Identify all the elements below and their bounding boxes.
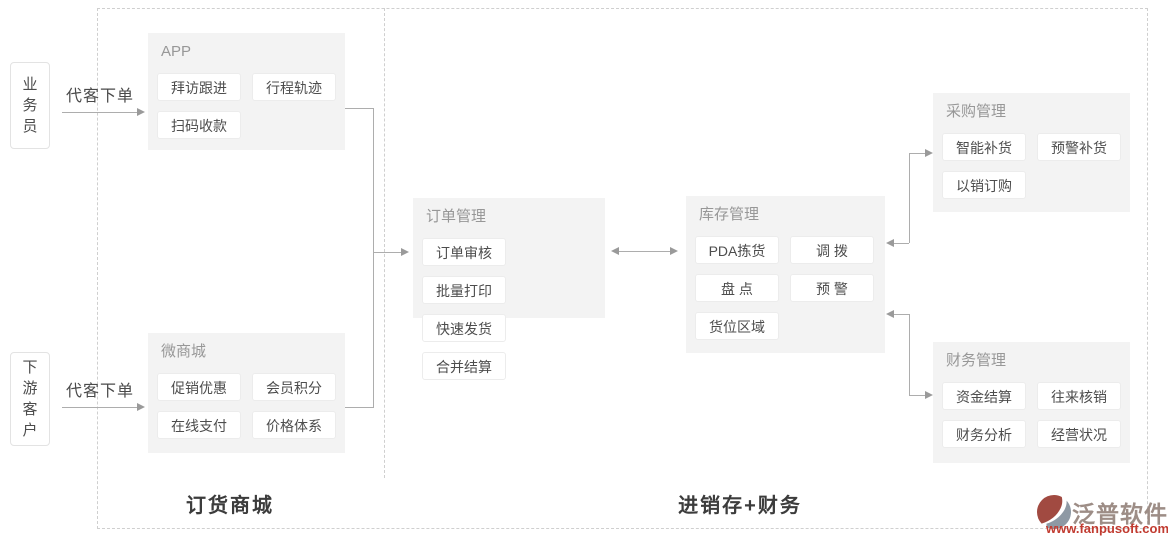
- feature-chip: 合并结算: [422, 352, 506, 380]
- feature-chip: 预警补货: [1037, 133, 1121, 161]
- arrowhead-right-icon: [925, 391, 933, 399]
- chip-group: 促销优惠 会员积分 在线支付 价格体系: [157, 373, 336, 439]
- feature-chip: PDA拣货: [695, 236, 779, 264]
- feature-chip: 往来核销: [1037, 382, 1121, 410]
- connector-line: [909, 314, 910, 396]
- module-card-app: APP 拜访跟进 行程轨迹 扫码收款: [148, 33, 345, 150]
- chip-group: 资金结算 往来核销 财务分析 经营状况: [942, 382, 1121, 448]
- chip-group: PDA拣货 调 拨 盘 点 预 警 货位区域: [695, 236, 876, 340]
- section-label-ordering-mall: 订货商城: [186, 495, 274, 517]
- feature-chip: 拜访跟进: [157, 73, 241, 101]
- dashed-container: [97, 8, 1148, 529]
- connector-line: [894, 243, 909, 244]
- connector-line: [373, 108, 374, 408]
- feature-chip: 价格体系: [252, 411, 336, 439]
- actor-downstream-customer-label: 下游客户: [22, 359, 38, 439]
- module-title: 财务管理: [946, 352, 1007, 369]
- feature-chip: 会员积分: [252, 373, 336, 401]
- watermark-brand-text: 泛普软件: [1072, 501, 1168, 527]
- feature-chip: 促销优惠: [157, 373, 241, 401]
- connector-line: [909, 153, 926, 154]
- arrowhead-right-icon: [137, 403, 145, 411]
- module-title: 订单管理: [426, 208, 487, 225]
- module-card-purchase-management: 采购管理 智能补货 预警补货 以销订购: [933, 93, 1130, 212]
- module-title: 库存管理: [699, 206, 760, 223]
- arrowhead-left-icon: [611, 247, 619, 255]
- feature-chip: 批量打印: [422, 276, 506, 304]
- feature-chip: 货位区域: [695, 312, 779, 340]
- connector-line: [373, 252, 402, 253]
- flow-label-order-on-behalf-bottom: 代客下单: [65, 383, 134, 400]
- feature-chip: 盘 点: [695, 274, 779, 302]
- fanpu-logo-icon: [1037, 495, 1071, 529]
- feature-chip: 在线支付: [157, 411, 241, 439]
- arrow-line: [62, 407, 138, 408]
- connector-line: [345, 407, 373, 408]
- connector-line: [894, 314, 909, 315]
- arrowhead-right-icon: [137, 108, 145, 116]
- actor-downstream-customer: 下游客户: [10, 352, 50, 446]
- module-title: 采购管理: [946, 103, 1007, 120]
- connector-line: [619, 251, 671, 252]
- feature-chip: 扫码收款: [157, 111, 241, 139]
- module-title: 微商城: [161, 343, 207, 360]
- feature-chip: 预 警: [790, 274, 874, 302]
- feature-chip: 经营状况: [1037, 420, 1121, 448]
- arrowhead-right-icon: [670, 247, 678, 255]
- feature-chip: 调 拨: [790, 236, 874, 264]
- actor-salesperson: 业务员: [10, 62, 50, 149]
- arrowhead-right-icon: [401, 248, 409, 256]
- chip-group: 智能补货 预警补货 以销订购: [942, 133, 1121, 199]
- arrowhead-left-icon: [886, 239, 894, 247]
- arrow-line: [62, 112, 138, 113]
- feature-chip: 智能补货: [942, 133, 1026, 161]
- feature-chip: 资金结算: [942, 382, 1026, 410]
- module-card-order-management: 订单管理 订单审核 批量打印 快速发货 合并结算: [413, 198, 605, 380]
- section-divider-line: [384, 8, 385, 478]
- connector-line: [345, 108, 373, 109]
- module-card-micro-mall: 微商城 促销优惠 会员积分 在线支付 价格体系: [148, 333, 345, 453]
- feature-chip: 以销订购: [942, 171, 1026, 199]
- chip-group: 订单审核 批量打印 快速发货 合并结算: [422, 238, 596, 380]
- actor-salesperson-label: 业务员: [22, 76, 38, 135]
- flow-label-order-on-behalf-top: 代客下单: [65, 88, 134, 105]
- module-title: APP: [161, 43, 192, 60]
- section-label-invoicing-finance: 进销存+财务: [678, 495, 802, 517]
- feature-chip: 快速发货: [422, 314, 506, 342]
- module-card-inventory-management: 库存管理 PDA拣货 调 拨 盘 点 预 警 货位区域: [686, 196, 885, 353]
- feature-chip: 订单审核: [422, 238, 506, 266]
- feature-chip: 行程轨迹: [252, 73, 336, 101]
- arrowhead-right-icon: [925, 149, 933, 157]
- connector-line: [909, 395, 926, 396]
- feature-chip: 财务分析: [942, 420, 1026, 448]
- module-card-finance-management: 财务管理 资金结算 往来核销 财务分析 经营状况: [933, 342, 1130, 463]
- chip-group: 拜访跟进 行程轨迹 扫码收款: [157, 73, 336, 139]
- watermark-url-text: www.fanpusoft.com: [1046, 521, 1168, 536]
- connector-line: [909, 153, 910, 243]
- arrowhead-left-icon: [886, 310, 894, 318]
